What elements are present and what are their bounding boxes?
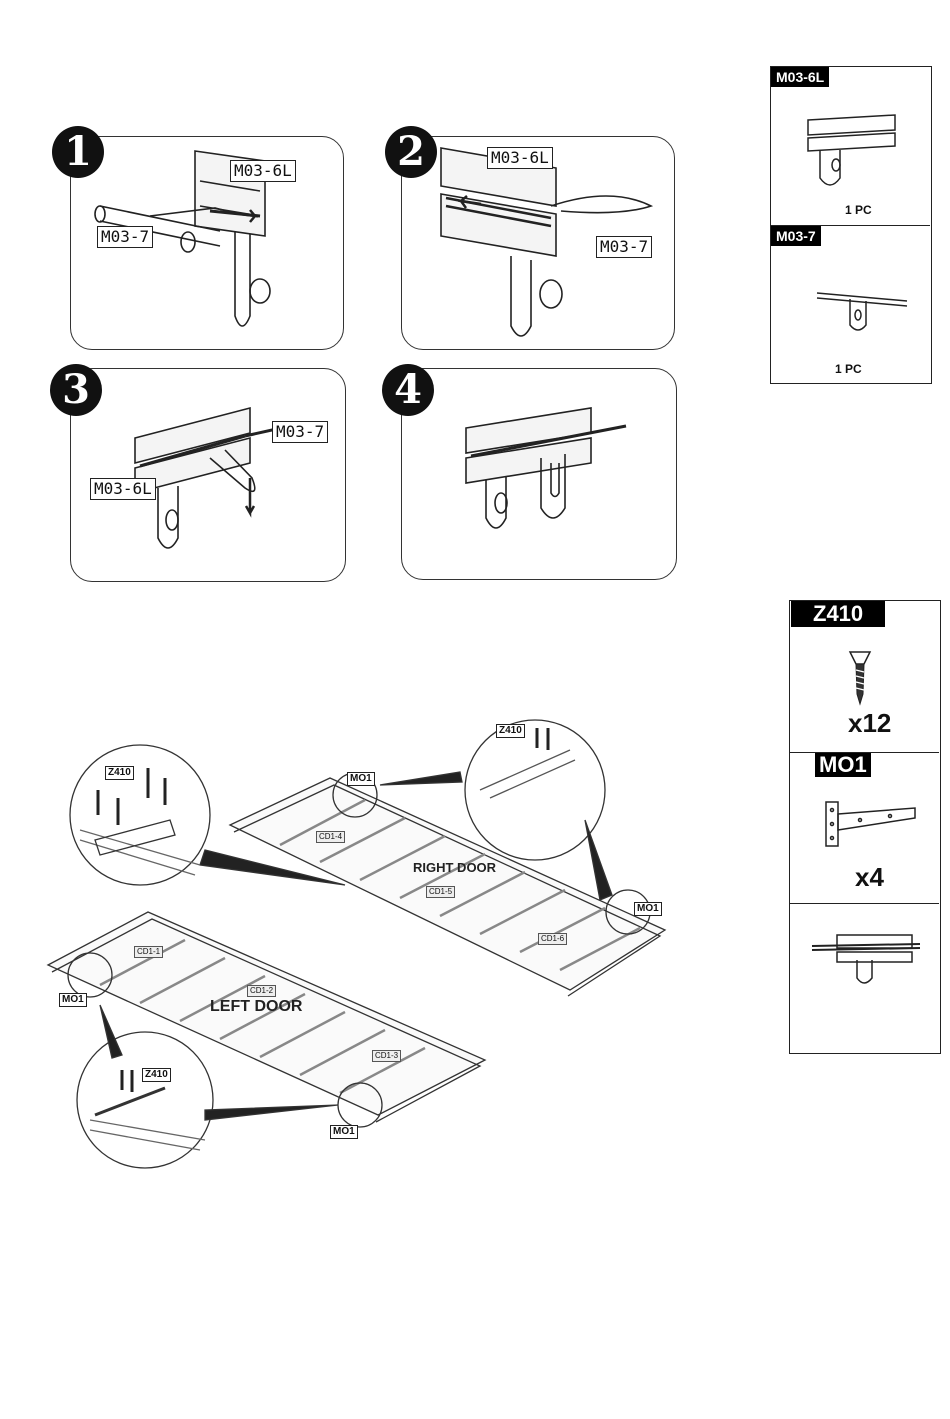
right-door-title: RIGHT DOOR — [413, 860, 496, 875]
step-1-badge: 1 — [52, 126, 104, 178]
step-4-badge: 4 — [382, 364, 434, 416]
hinge-label-3: MO1 — [59, 993, 87, 1007]
panel-label-cd1-5: CD1-5 — [426, 886, 455, 898]
hinge-label-4: MO1 — [330, 1125, 358, 1139]
step-3-label-m03-6l: M03-6L — [90, 478, 156, 500]
screw-label-left-top: Z410 — [105, 766, 134, 780]
pin-part-icon — [812, 285, 912, 335]
hasp-part-icon — [800, 110, 910, 190]
step-3-label-m03-7: M03-7 — [272, 421, 328, 443]
part-qty-z410: x12 — [848, 708, 891, 739]
panel-label-cd1-2: CD1-2 — [247, 985, 276, 997]
panel-label-cd1-1: CD1-1 — [134, 946, 163, 958]
part-qty-m03-7: 1 PC — [835, 362, 862, 376]
screw-label-bottom: Z410 — [142, 1068, 171, 1082]
step-2-badge: 2 — [385, 126, 437, 178]
door-assembly-illustration — [0, 690, 700, 1190]
step-4-illustration — [401, 368, 675, 578]
part-qty-mo1: x4 — [855, 862, 884, 893]
panel-label-cd1-3: CD1-3 — [372, 1050, 401, 1062]
step-2-label-m03-7: M03-7 — [596, 236, 652, 258]
parts-box-divider-2 — [789, 903, 939, 904]
part-qty-m03-6l: 1 PC — [845, 203, 872, 217]
panel-label-cd1-6: CD1-6 — [538, 933, 567, 945]
part-code-z410: Z410 — [791, 601, 885, 627]
step-1-label-m03-6l: M03-6L — [230, 160, 296, 182]
screw-icon — [848, 650, 872, 706]
step-2-label-m03-6l: M03-6L — [487, 147, 553, 169]
step-1-label-m03-7: M03-7 — [97, 226, 153, 248]
part-code-m03-6l: M03-6L — [771, 67, 829, 87]
panel-label-cd1-4: CD1-4 — [316, 831, 345, 843]
hinge-label-1: MO1 — [347, 772, 375, 786]
hinge-label-2: MO1 — [634, 902, 662, 916]
screw-label-right-top: Z410 — [496, 724, 525, 738]
left-door-title: LEFT DOOR — [210, 998, 302, 1016]
step-3-badge: 3 — [50, 364, 102, 416]
hasp-assembled-icon — [812, 930, 922, 990]
t-hinge-icon — [820, 800, 920, 848]
part-code-mo1: MO1 — [815, 753, 871, 777]
step-3-illustration — [70, 368, 344, 580]
part-code-m03-7: M03-7 — [771, 226, 821, 246]
